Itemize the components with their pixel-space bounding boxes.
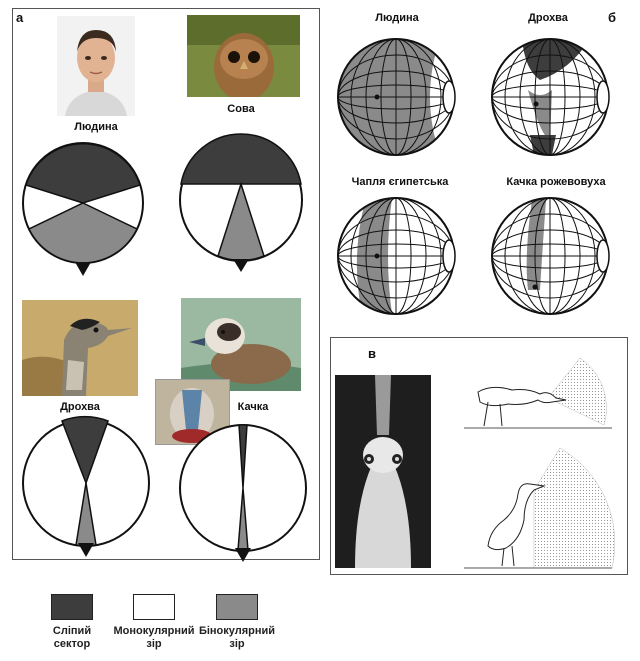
duck-photo	[181, 298, 301, 391]
panel-c-letter: в	[368, 346, 376, 361]
label-owl-a: Сова	[227, 103, 255, 115]
label-heron-b: Чапля єгипетська	[351, 176, 449, 188]
owl-photo	[187, 15, 300, 97]
legend-label-monocular: Монокулярний зір	[113, 625, 195, 650]
globe-duck	[492, 198, 608, 314]
label-human-b: Людина	[375, 12, 419, 24]
panel-b-letter: б	[608, 10, 617, 25]
duck-head-photo	[155, 379, 230, 445]
label-duck-a: Качка	[237, 401, 269, 413]
legend-swatch-monocular	[133, 594, 175, 620]
label-duck-b: Качка рожевовуха	[506, 176, 606, 188]
legend-label-binocular: Бінокулярний зір	[198, 625, 276, 650]
globe-bustard	[492, 39, 608, 155]
bustard-photo	[22, 300, 138, 396]
globe-human	[338, 39, 454, 155]
label-human-a: Людина	[74, 121, 118, 133]
legend-label-blind: Сліпий сектор	[52, 625, 92, 650]
legend-swatch-binocular	[216, 594, 258, 620]
label-bustard-a: Дрохва	[60, 401, 100, 413]
human-photo	[57, 16, 135, 116]
globe-heron	[338, 198, 454, 314]
label-bustard-b: Дрохва	[528, 12, 568, 24]
legend-swatch-blind	[51, 594, 93, 620]
panel-a-letter: а	[16, 10, 24, 25]
heron-head-photo	[335, 375, 431, 568]
